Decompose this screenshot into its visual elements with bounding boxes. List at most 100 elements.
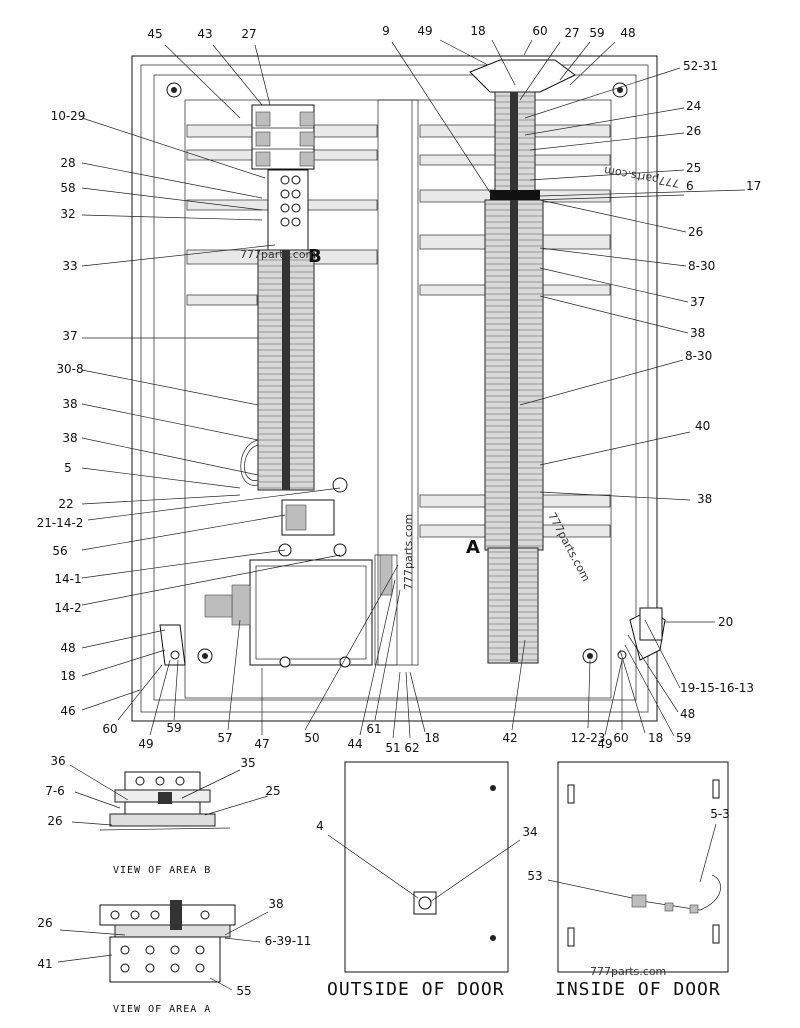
leader-line <box>644 619 681 689</box>
callout-label: 52-31 <box>683 59 718 73</box>
callout-label: 4 <box>316 819 324 833</box>
callout-label: 40 <box>695 419 710 433</box>
leader-line <box>224 911 269 936</box>
callout-label: 50 <box>304 731 319 745</box>
leader-line <box>429 839 521 903</box>
watermark: 777parts.com <box>240 248 316 261</box>
leader-line <box>81 649 166 677</box>
leader-line <box>409 671 426 733</box>
leader-line <box>699 823 717 883</box>
callout-label: 10-29 <box>51 109 86 123</box>
callout-label: 38 <box>62 431 77 445</box>
leader-line <box>524 107 685 136</box>
callout-label: 25 <box>686 161 701 175</box>
leader-line <box>81 494 241 505</box>
leader-line <box>392 671 401 739</box>
callout-label: 33 <box>62 259 77 273</box>
leader-line <box>523 39 533 56</box>
leader-line <box>164 44 241 119</box>
callout-label: 32 <box>60 207 75 221</box>
area-b-detail <box>99 771 231 831</box>
leader-line <box>587 659 591 729</box>
leader-line <box>117 664 163 721</box>
callout-label: 26 <box>37 916 52 930</box>
leader-line <box>204 795 269 816</box>
leader-line <box>547 879 633 899</box>
leader-line <box>81 467 241 489</box>
leader-line <box>534 194 685 201</box>
leader-line <box>539 267 689 303</box>
leader-line <box>59 929 126 936</box>
leader-line <box>539 247 687 267</box>
callout-label: 25 <box>265 784 280 798</box>
leader-line <box>81 629 166 649</box>
callout-label: 46 <box>60 704 75 718</box>
callout-label: 5-3 <box>710 807 730 821</box>
leader-line <box>149 659 171 736</box>
callout-label: 24 <box>686 99 701 113</box>
callout-label: 26 <box>688 225 703 239</box>
callout-label: 27 <box>241 27 256 41</box>
leader-line <box>224 937 261 943</box>
leader-line <box>69 764 129 801</box>
leader-line <box>439 39 489 66</box>
callout-label: 20 <box>718 615 733 629</box>
leader-line <box>81 689 141 711</box>
leader-line <box>539 491 691 501</box>
callout-label: 12-23 <box>571 731 606 745</box>
watermark: 777parts.com <box>603 164 680 190</box>
leader-lines <box>57 39 746 991</box>
callout-label: 42 <box>502 731 517 745</box>
transformer <box>204 554 398 668</box>
callout-label: 38 <box>697 492 712 506</box>
callout-label: 35 <box>240 756 255 770</box>
leader-line <box>519 41 561 101</box>
leader-line <box>227 619 241 731</box>
leader-line <box>71 821 113 826</box>
leader-line <box>569 41 616 86</box>
area-a-detail <box>99 900 236 983</box>
leader-line <box>87 487 341 521</box>
callout-label: 9 <box>382 24 390 38</box>
callout-label: 6 <box>686 179 694 193</box>
leader-line <box>74 791 121 809</box>
callout-label: 55 <box>236 984 251 998</box>
leader-line <box>81 437 259 476</box>
callout-label: 8-30 <box>688 259 715 273</box>
callout-label: 18 <box>60 669 75 683</box>
callout-label: 38 <box>690 326 705 340</box>
leader-line <box>209 977 233 991</box>
watermark: 777parts.com <box>402 514 415 590</box>
callout-label: 17 <box>746 179 761 193</box>
callout-label: 7-6 <box>45 784 65 798</box>
callout-label: 44 <box>347 737 362 751</box>
leader-line <box>81 369 259 406</box>
callout-label: 53 <box>527 869 542 883</box>
area-b-marker: B <box>308 246 322 267</box>
leader-line <box>81 187 263 211</box>
wire-ducts <box>186 124 611 538</box>
callout-label: 59 <box>589 26 604 40</box>
contactor <box>278 477 348 557</box>
callout-label: 38 <box>62 397 77 411</box>
leader-line <box>81 117 266 179</box>
leader-line <box>539 431 691 466</box>
callout-label: 51 <box>385 741 400 755</box>
leader-line <box>374 589 401 721</box>
caption-outside-door: OUTSIDE OF DOOR <box>327 979 505 1000</box>
leader-line <box>519 359 684 406</box>
circuit-breakers <box>251 104 315 170</box>
leader-line <box>624 644 675 737</box>
callout-label: 21-14-2 <box>37 516 84 530</box>
leader-line <box>604 659 623 736</box>
callout-label: 28 <box>60 156 75 170</box>
leader-line <box>405 671 411 739</box>
callout-label: 58 <box>60 181 75 195</box>
leader-line <box>304 564 399 731</box>
leader-line <box>327 834 419 899</box>
leader-line <box>619 649 646 734</box>
callout-label: 22 <box>58 497 73 511</box>
outside-door-panel <box>344 761 509 973</box>
callout-label: 26 <box>686 124 701 138</box>
